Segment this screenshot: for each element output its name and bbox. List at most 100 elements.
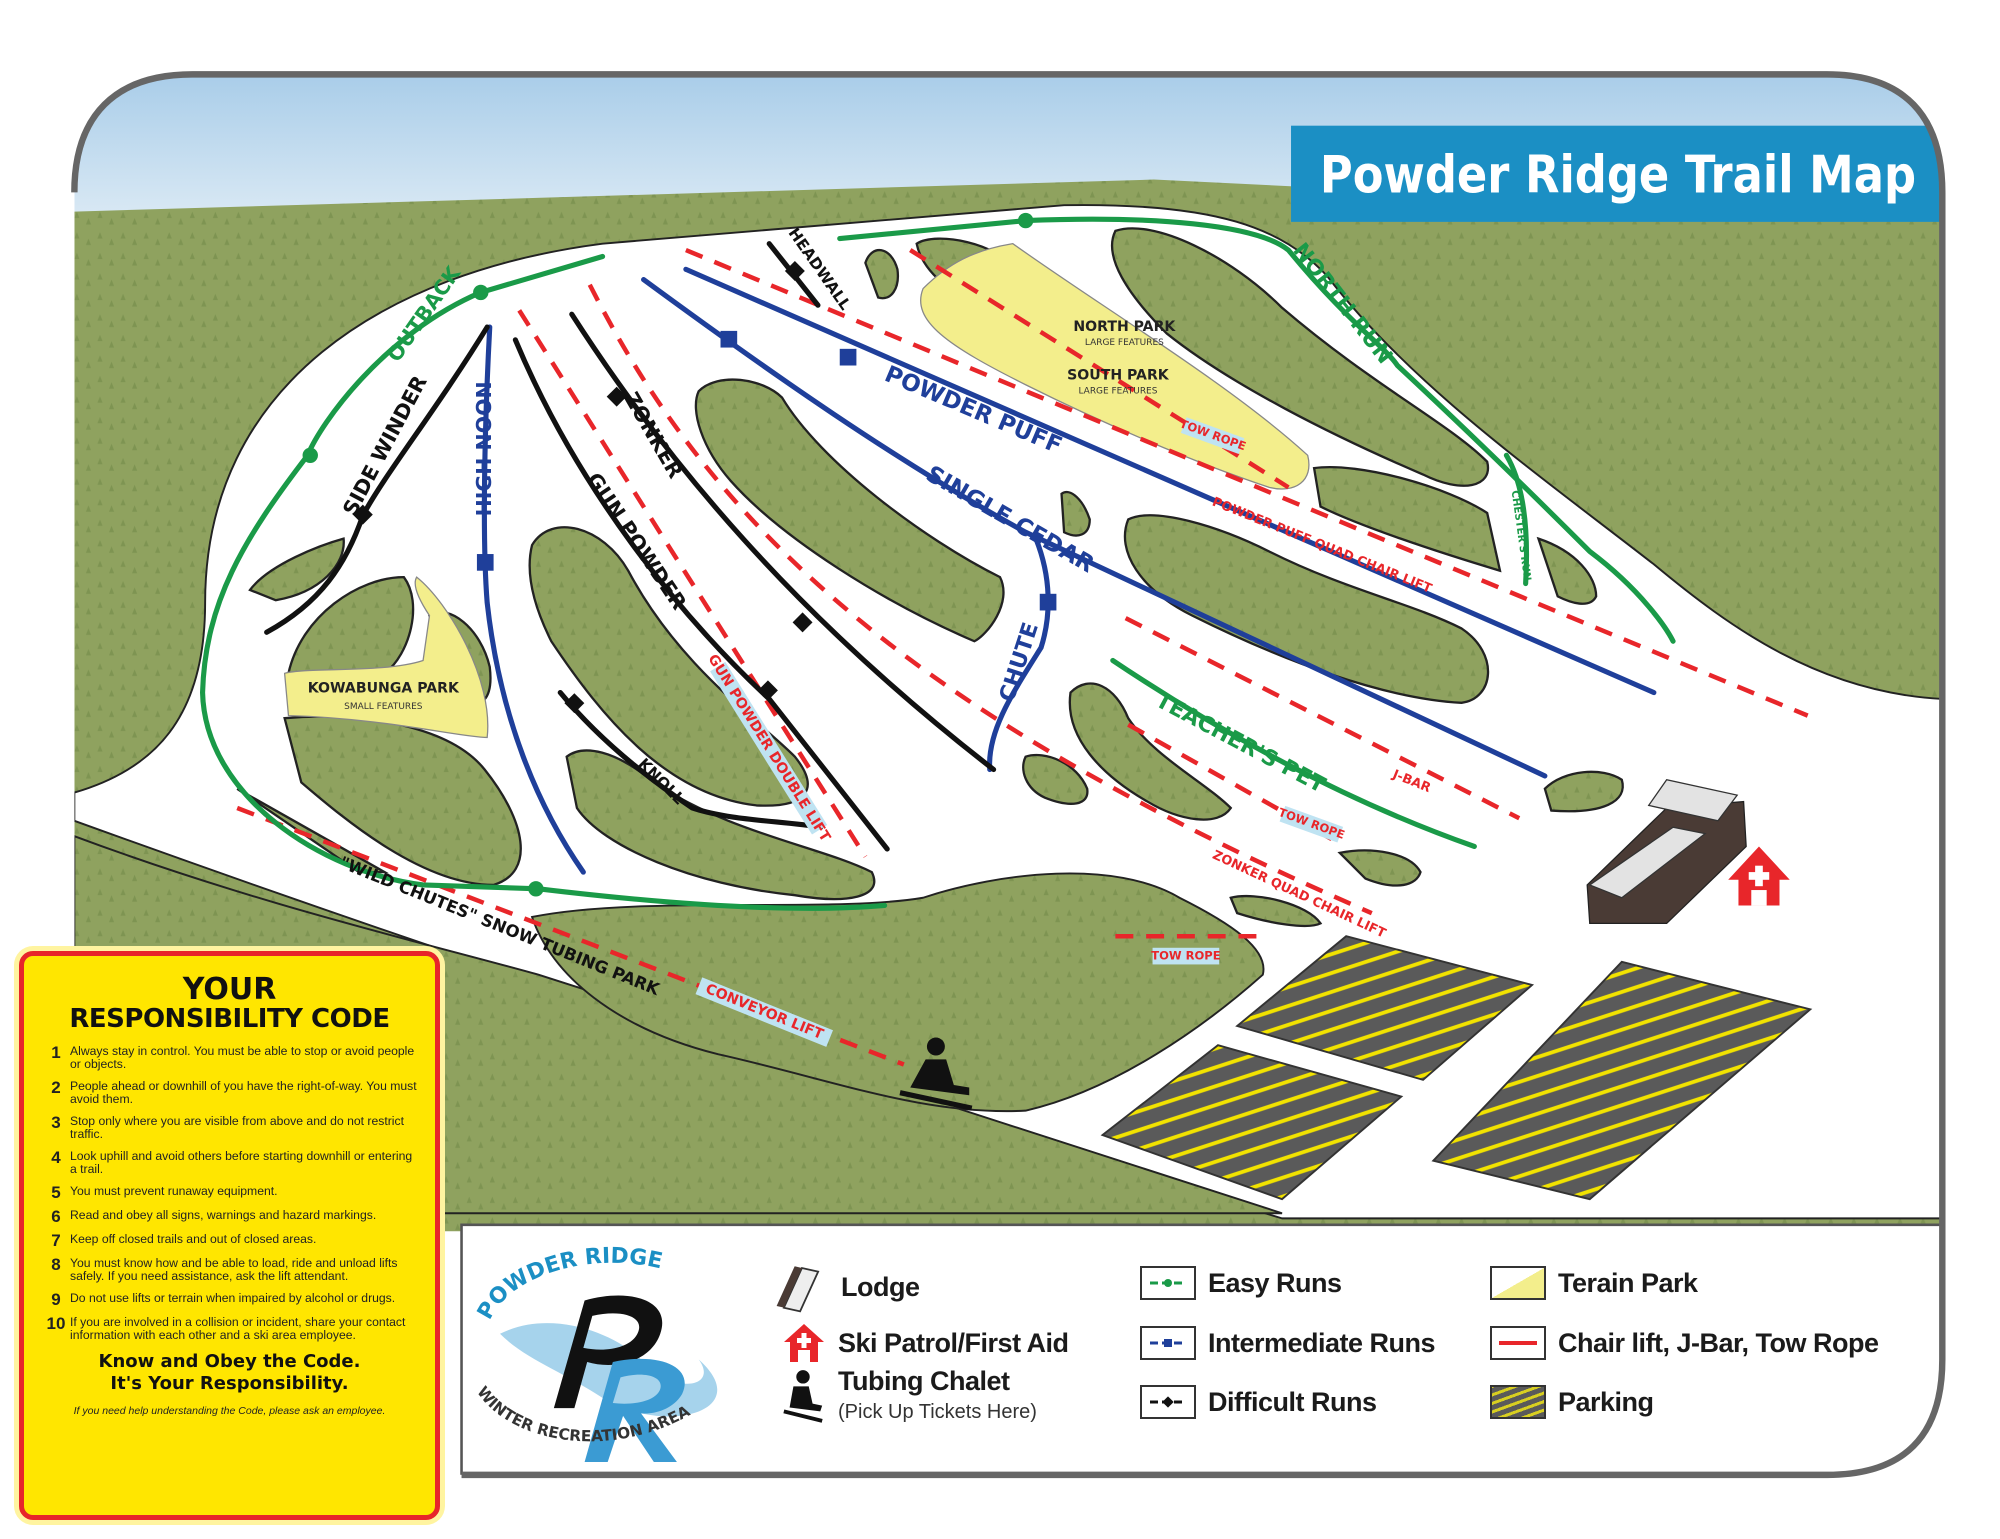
difficult-run-swatch — [1140, 1385, 1196, 1419]
title-banner — [1291, 125, 1943, 222]
rule-number: 9 — [51, 1289, 61, 1309]
black-diamond-icon — [757, 680, 778, 701]
code-footer: If you need help understanding the Code,… — [73, 1404, 386, 1417]
blue-square-icon — [1039, 593, 1057, 611]
legend-panel — [460, 1223, 1943, 1475]
code-rule: 7 Keep off closed trails and out of close… — [42, 1230, 417, 1250]
legend-lifts: Chair lift, J-Bar, Tow Rope — [1490, 1326, 1879, 1360]
code-rule: 3 Stop only where you are visible from ab… — [42, 1112, 417, 1142]
legend-lodge-label: Lodge — [841, 1271, 920, 1302]
legend-difficult-label: Difficult Runs — [1208, 1386, 1377, 1417]
blue-square-icon — [720, 330, 738, 348]
rule-number: 3 — [51, 1112, 61, 1132]
powder-puff-quad-chair-lift — [685, 248, 1809, 718]
zonker-trail — [569, 311, 997, 773]
legend-tubing-chalet: Tubing Chalet (Pick Up Tickets Here) — [780, 1366, 1037, 1426]
high-noon-trail — [481, 324, 586, 875]
rule-text: People ahead or downhill of you have the… — [70, 1078, 417, 1107]
tubing-icon — [783, 1370, 823, 1423]
j-bar — [1124, 616, 1521, 821]
code-motto: Know and Obey the Code. It's Your Respon… — [42, 1351, 417, 1395]
gun-powder-trail — [512, 337, 890, 852]
rule-text: Look uphill and avoid others before star… — [70, 1148, 413, 1177]
rule-text: If you are involved in a collision or in… — [70, 1314, 406, 1343]
black-diamond-icon — [606, 386, 627, 407]
lift-swatch — [1490, 1326, 1546, 1360]
blue-square-icon — [476, 554, 494, 571]
easy-runs — [199, 216, 1676, 911]
chute-trail — [987, 536, 1051, 773]
intermediate-runs — [481, 266, 1657, 875]
tubing-chalet-icon — [899, 1037, 973, 1111]
legend-tubing-text: Tubing Chalet (Pick Up Tickets Here) — [838, 1366, 1037, 1424]
logo-letter-p-shape — [553, 1295, 663, 1409]
green-circle-icon — [1017, 212, 1034, 229]
code-rule: 9 Do not use lifts or terrain when impair… — [42, 1289, 417, 1309]
rule-text: Keep off closed trails and out of closed… — [70, 1231, 317, 1246]
legend-intermediate: Intermediate Runs — [1140, 1326, 1436, 1360]
first-aid-house-icon — [784, 1324, 824, 1362]
code-title: YOUR RESPONSIBILITY CODE — [42, 974, 417, 1033]
label-south-park-sub: LARGE FEATURES — [1078, 387, 1157, 397]
zonker-quad-chair-lift — [587, 283, 1373, 916]
parking-lots — [1100, 935, 1813, 1201]
powder-puff-trail — [683, 266, 1657, 696]
page-title: Powder Ridge Trail Map — [1320, 145, 1916, 205]
code-title-line1: YOUR — [182, 972, 277, 1007]
label-kowabunga-sub: SMALL FEATURES — [344, 702, 423, 712]
rule-text: Do not use lifts or terrain when impaire… — [70, 1290, 396, 1305]
rule-number: 2 — [51, 1077, 61, 1097]
logo-letter-r-shape — [584, 1358, 685, 1463]
rule-text: You must prevent runaway equipment. — [70, 1183, 278, 1198]
rule-text: Read and obey all signs, warnings and ha… — [70, 1207, 377, 1222]
parking-lot — [1235, 935, 1535, 1081]
code-rule: 4 Look uphill and avoid others before sta… — [42, 1147, 417, 1177]
green-circle-icon — [473, 284, 489, 301]
knoll-trail — [557, 689, 824, 830]
rule-number: 4 — [51, 1147, 61, 1167]
legend-tubing-sub: (Pick Up Tickets Here) — [838, 1401, 1037, 1423]
intermediate-run-swatch — [1140, 1326, 1196, 1360]
code-rule: 5 You must prevent runaway equipment. — [42, 1182, 417, 1202]
easy-markers — [302, 212, 1034, 897]
legend-easy: Easy Runs — [1140, 1266, 1342, 1300]
rule-text: Stop only where you are visible from abo… — [70, 1113, 404, 1142]
parking-lot — [1100, 1044, 1404, 1201]
legend-easy-label: Easy Runs — [1208, 1267, 1342, 1298]
rule-number: 1 — [51, 1042, 61, 1062]
label-tow-rope-bottom: TOW ROPE — [1151, 948, 1221, 962]
rule-number: 5 — [51, 1182, 61, 1202]
legend-ski-patrol: Ski Patrol/First Aid — [782, 1322, 1069, 1364]
label-high-noon: HIGH NOON — [472, 381, 496, 516]
blue-square-icon — [839, 348, 857, 366]
legend-terrain-park: Terain Park — [1490, 1266, 1698, 1300]
legend-intermediate-label: Intermediate Runs — [1208, 1327, 1436, 1358]
forest-islands — [236, 227, 1624, 928]
rule-number: 10 — [46, 1313, 66, 1333]
label-north-park: NORTH PARK — [1073, 319, 1176, 335]
single-cedar-trail — [641, 277, 1548, 779]
legend-terrain-park-label: Terain Park — [1558, 1267, 1698, 1298]
green-circle-icon — [528, 881, 544, 897]
easy-run-swatch — [1140, 1266, 1196, 1300]
code-rule: 2 People ahead or downhill of you have th… — [42, 1077, 417, 1107]
chesters-run-trail — [1503, 452, 1530, 587]
intermediate-markers — [476, 330, 1057, 611]
outback-trail — [199, 253, 888, 911]
green-circle-icon — [302, 447, 318, 463]
rule-text: You must know how and be able to load, r… — [70, 1255, 398, 1284]
legend-parking: Parking — [1490, 1385, 1654, 1419]
parking-swatch — [1490, 1385, 1546, 1419]
first-aid-house-icon — [1728, 846, 1790, 906]
rule-number: 7 — [51, 1230, 61, 1250]
rule-number: 8 — [51, 1254, 61, 1274]
black-diamond-icon — [352, 504, 373, 525]
terrain-park-kowabunga — [283, 576, 489, 739]
legend-ski-patrol-label: Ski Patrol/First Aid — [838, 1327, 1069, 1358]
black-diamond-icon — [784, 261, 805, 281]
legend-tubing-label: Tubing Chalet — [838, 1366, 1010, 1396]
